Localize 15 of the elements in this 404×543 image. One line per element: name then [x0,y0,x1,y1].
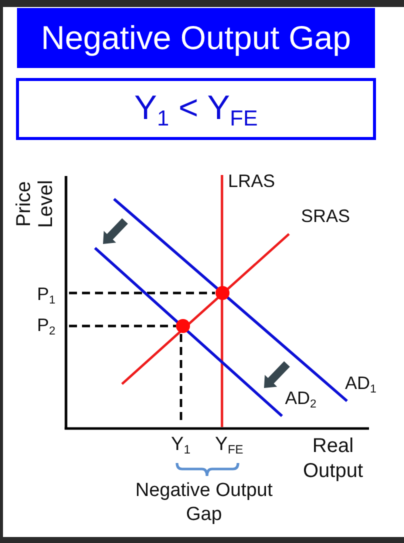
curve-label: SRAS [301,206,350,227]
price-level-label: P$_{1}$ [37,284,56,305]
inequality-text: Y$_{1}$ < Y$_{FE}$ [134,89,258,129]
curve-label: AD$_{1}$ [345,373,376,394]
curve-label: LRAS [228,171,276,192]
axis-title: Real Output [302,434,364,484]
price-level-label: P$_{2}$ [37,315,56,336]
condition-box [16,78,376,140]
output-level-label: Y$_{FE}$ [215,434,244,456]
curve-label: AD$_{2}$ [285,388,316,409]
axis-title: Price Level [13,179,57,229]
title-banner [17,8,375,68]
gap-label: Negative Output Gap [134,479,274,527]
heading-text: Negative Output Gap [40,19,352,57]
output-level-label: Y$_{1}$ [171,434,190,456]
